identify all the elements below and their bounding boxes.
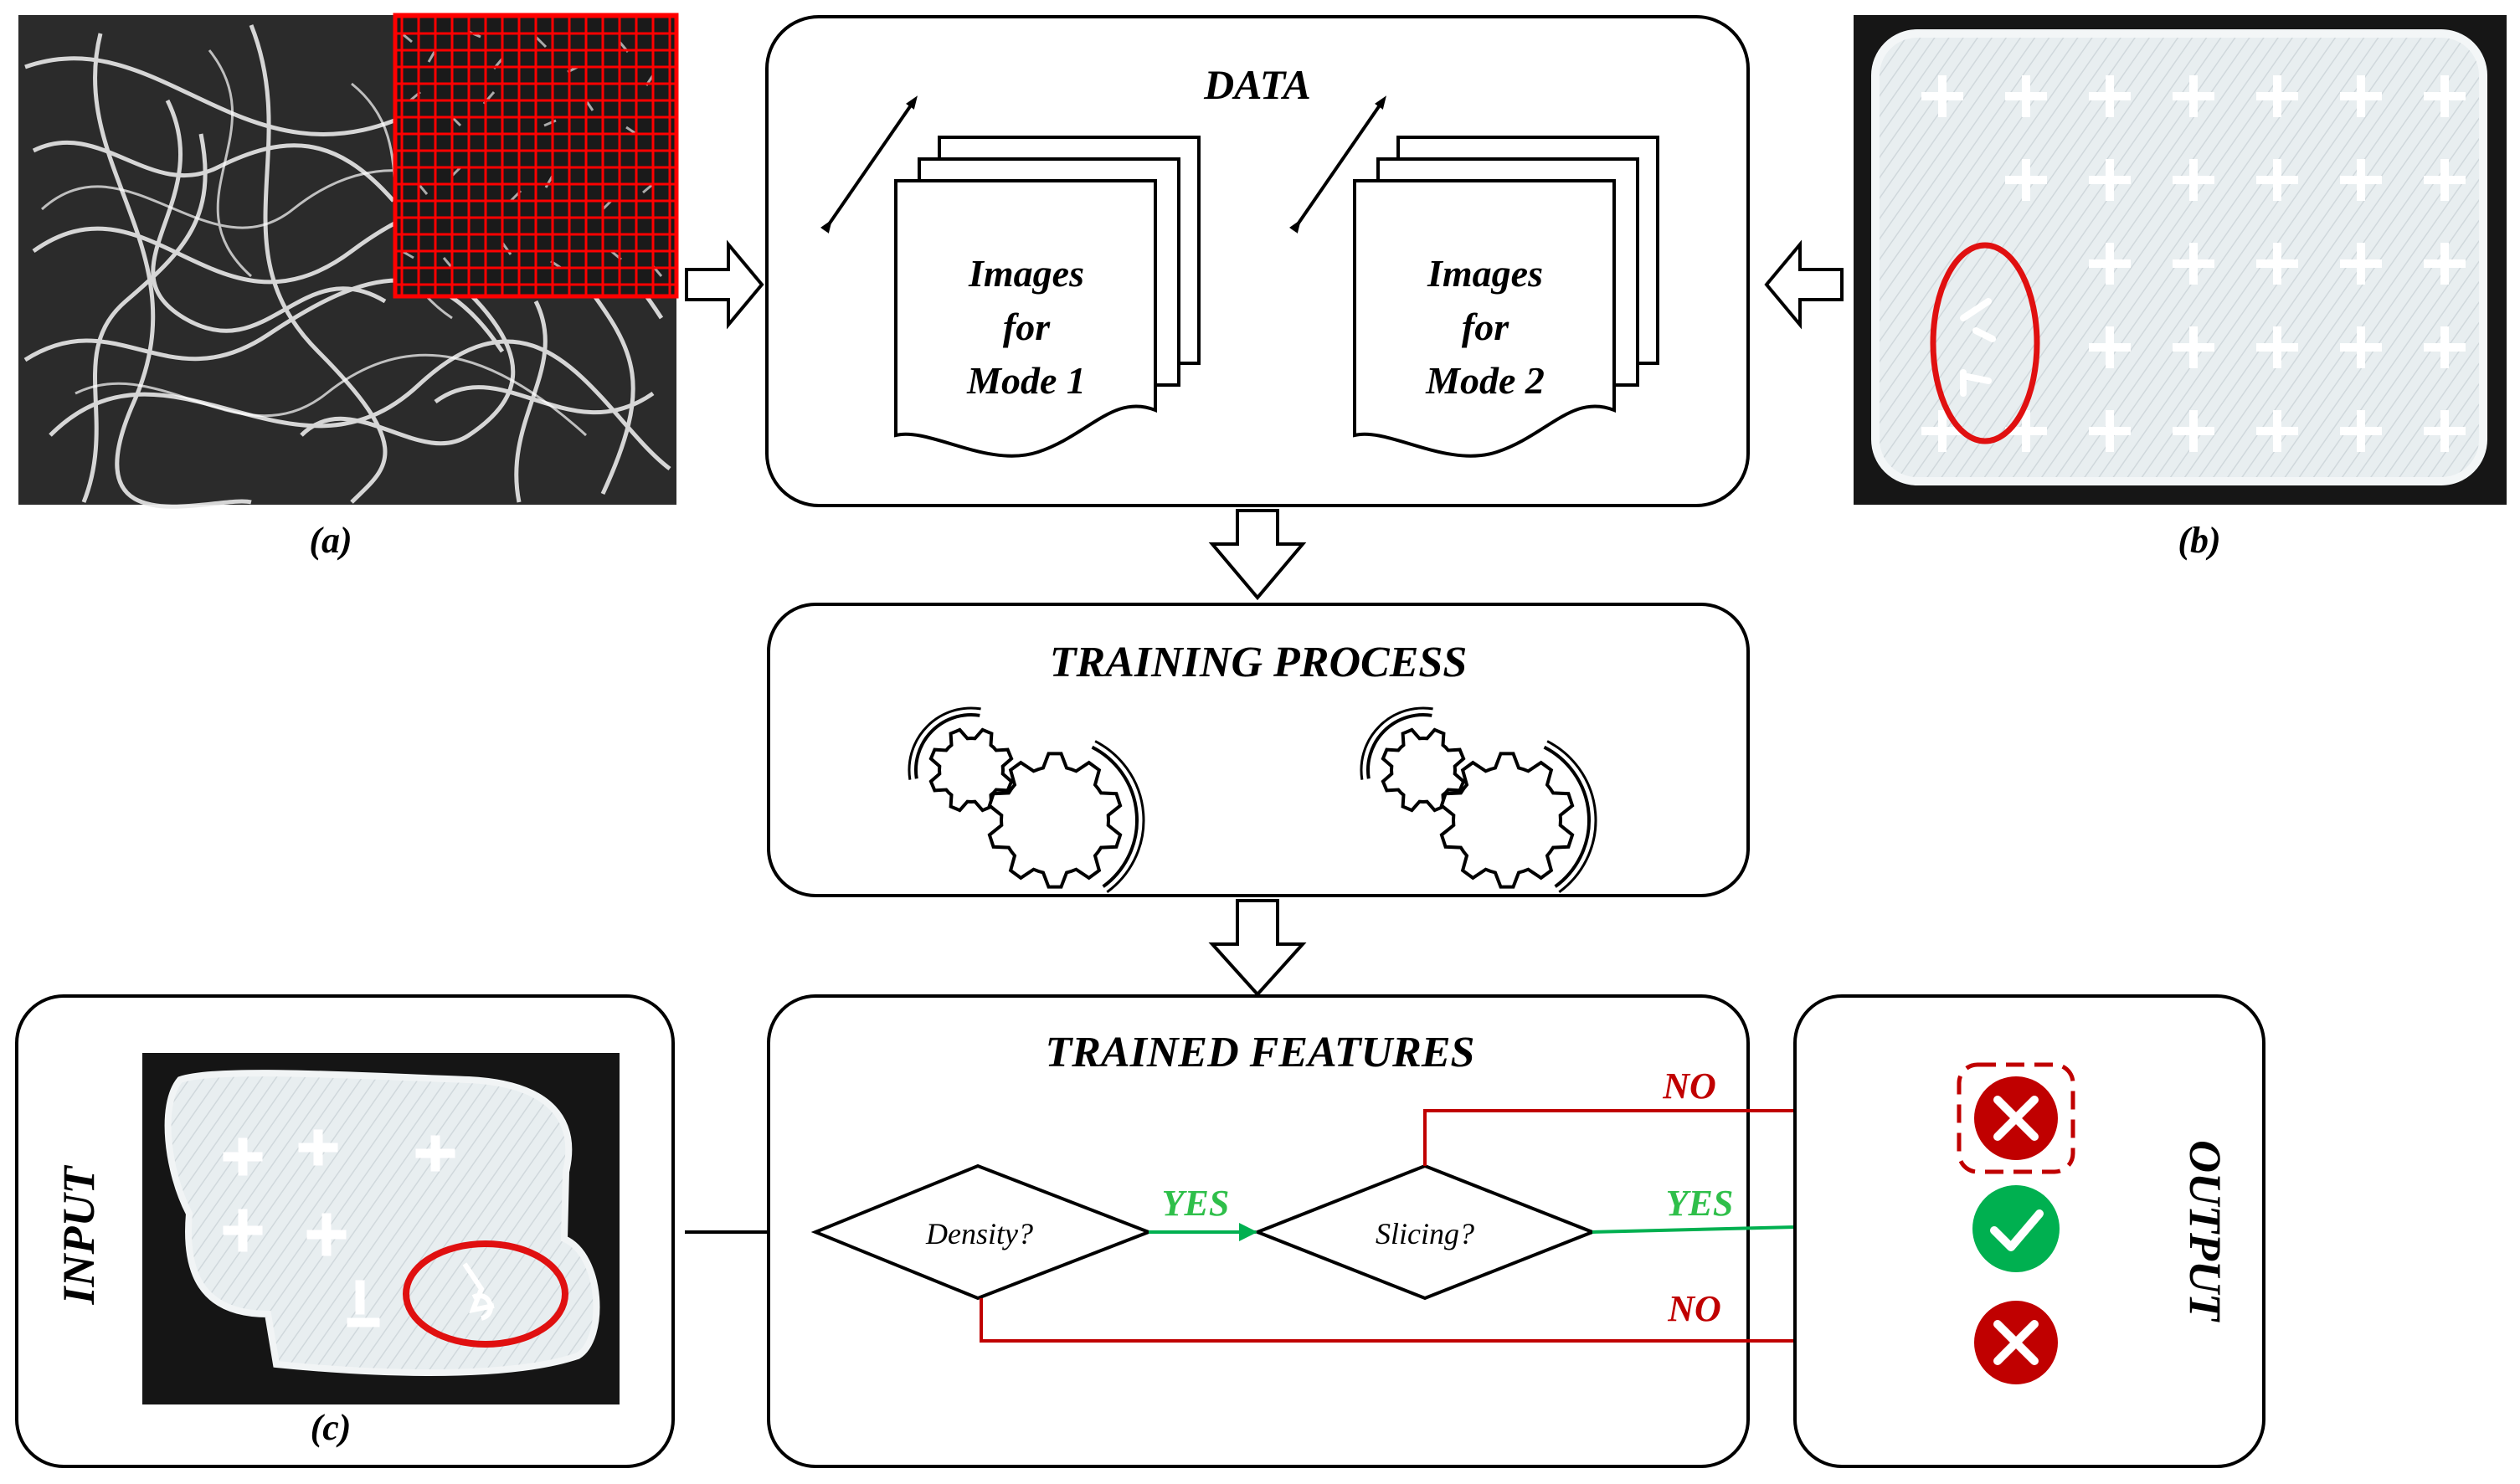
caption-a: (a) xyxy=(309,520,352,561)
image-stack-mode2: Images for Mode 2 xyxy=(1288,95,1659,458)
output-label: OUTPUT xyxy=(2180,1140,2230,1322)
rotation-arc xyxy=(914,713,980,779)
rotation-arc xyxy=(1360,706,1433,780)
stack2-line2: for xyxy=(1462,306,1509,348)
data-title: DATA xyxy=(1203,61,1311,108)
training-process-box: TRAINING PROCESS xyxy=(767,603,1750,897)
stack2-line3: Mode 2 xyxy=(1425,359,1545,402)
arrow-a-to-data xyxy=(685,239,764,330)
arrow-no-density xyxy=(980,1298,1931,1350)
photo-c-defective-print xyxy=(142,1053,620,1404)
arrow-b-to-data xyxy=(1764,239,1844,330)
rotation-arc xyxy=(1091,745,1139,888)
gears-icon-left xyxy=(908,706,1145,894)
stack1-line3: Mode 1 xyxy=(966,359,1086,402)
rotation-arc xyxy=(1094,740,1145,894)
check-circle-icon xyxy=(1972,1185,2060,1272)
label-no-slicing: NO xyxy=(1662,1066,1716,1107)
training-title: TRAINING PROCESS xyxy=(1050,639,1467,686)
photo-b-printed-plate xyxy=(1854,15,2507,505)
input-box: INPUT xyxy=(15,994,675,1468)
photo-a-filament xyxy=(18,13,679,509)
rotation-arc xyxy=(908,706,981,780)
rotation-arc xyxy=(1366,713,1432,779)
large-gear xyxy=(1439,752,1575,889)
x-circle-icon xyxy=(1974,1076,2058,1160)
gears-icon-right xyxy=(1360,706,1597,894)
decision-density-label: Density? xyxy=(925,1217,1033,1250)
arrow-no-slicing xyxy=(1423,1101,1931,1166)
stack1-line2: for xyxy=(1003,306,1051,348)
input-label: INPUT xyxy=(54,1164,104,1305)
label-no-density: NO xyxy=(1667,1288,1721,1329)
trained-features-box: TRAINED FEATURES Density? Slicing? YES Y… xyxy=(767,994,1931,1468)
decision-slicing-label: Slicing? xyxy=(1376,1217,1474,1250)
x-circle-icon xyxy=(1974,1301,2058,1384)
features-title: TRAINED FEATURES xyxy=(1046,1029,1475,1076)
image-stack-mode1: Images for Mode 1 xyxy=(820,95,1201,458)
rotation-arc xyxy=(1546,740,1597,894)
large-gear xyxy=(987,752,1123,889)
highlight-frame xyxy=(1957,1062,2075,1174)
rotation-arc xyxy=(1543,745,1591,888)
caption-b: (b) xyxy=(2178,520,2220,561)
label-yes-slicing: YES xyxy=(1666,1183,1734,1224)
arrow-data-to-training xyxy=(1208,509,1307,601)
arrow-training-to-features xyxy=(1208,899,1307,997)
label-yes-density: YES xyxy=(1162,1183,1230,1224)
output-box: OUTPUT xyxy=(1793,994,2265,1468)
stack2-line1: Images xyxy=(1427,252,1543,295)
caption-c: (c) xyxy=(311,1407,352,1448)
stack1-line1: Images xyxy=(968,252,1084,295)
data-box: DATA Images for Mode 1 Images for Mode 2 xyxy=(765,15,1750,507)
